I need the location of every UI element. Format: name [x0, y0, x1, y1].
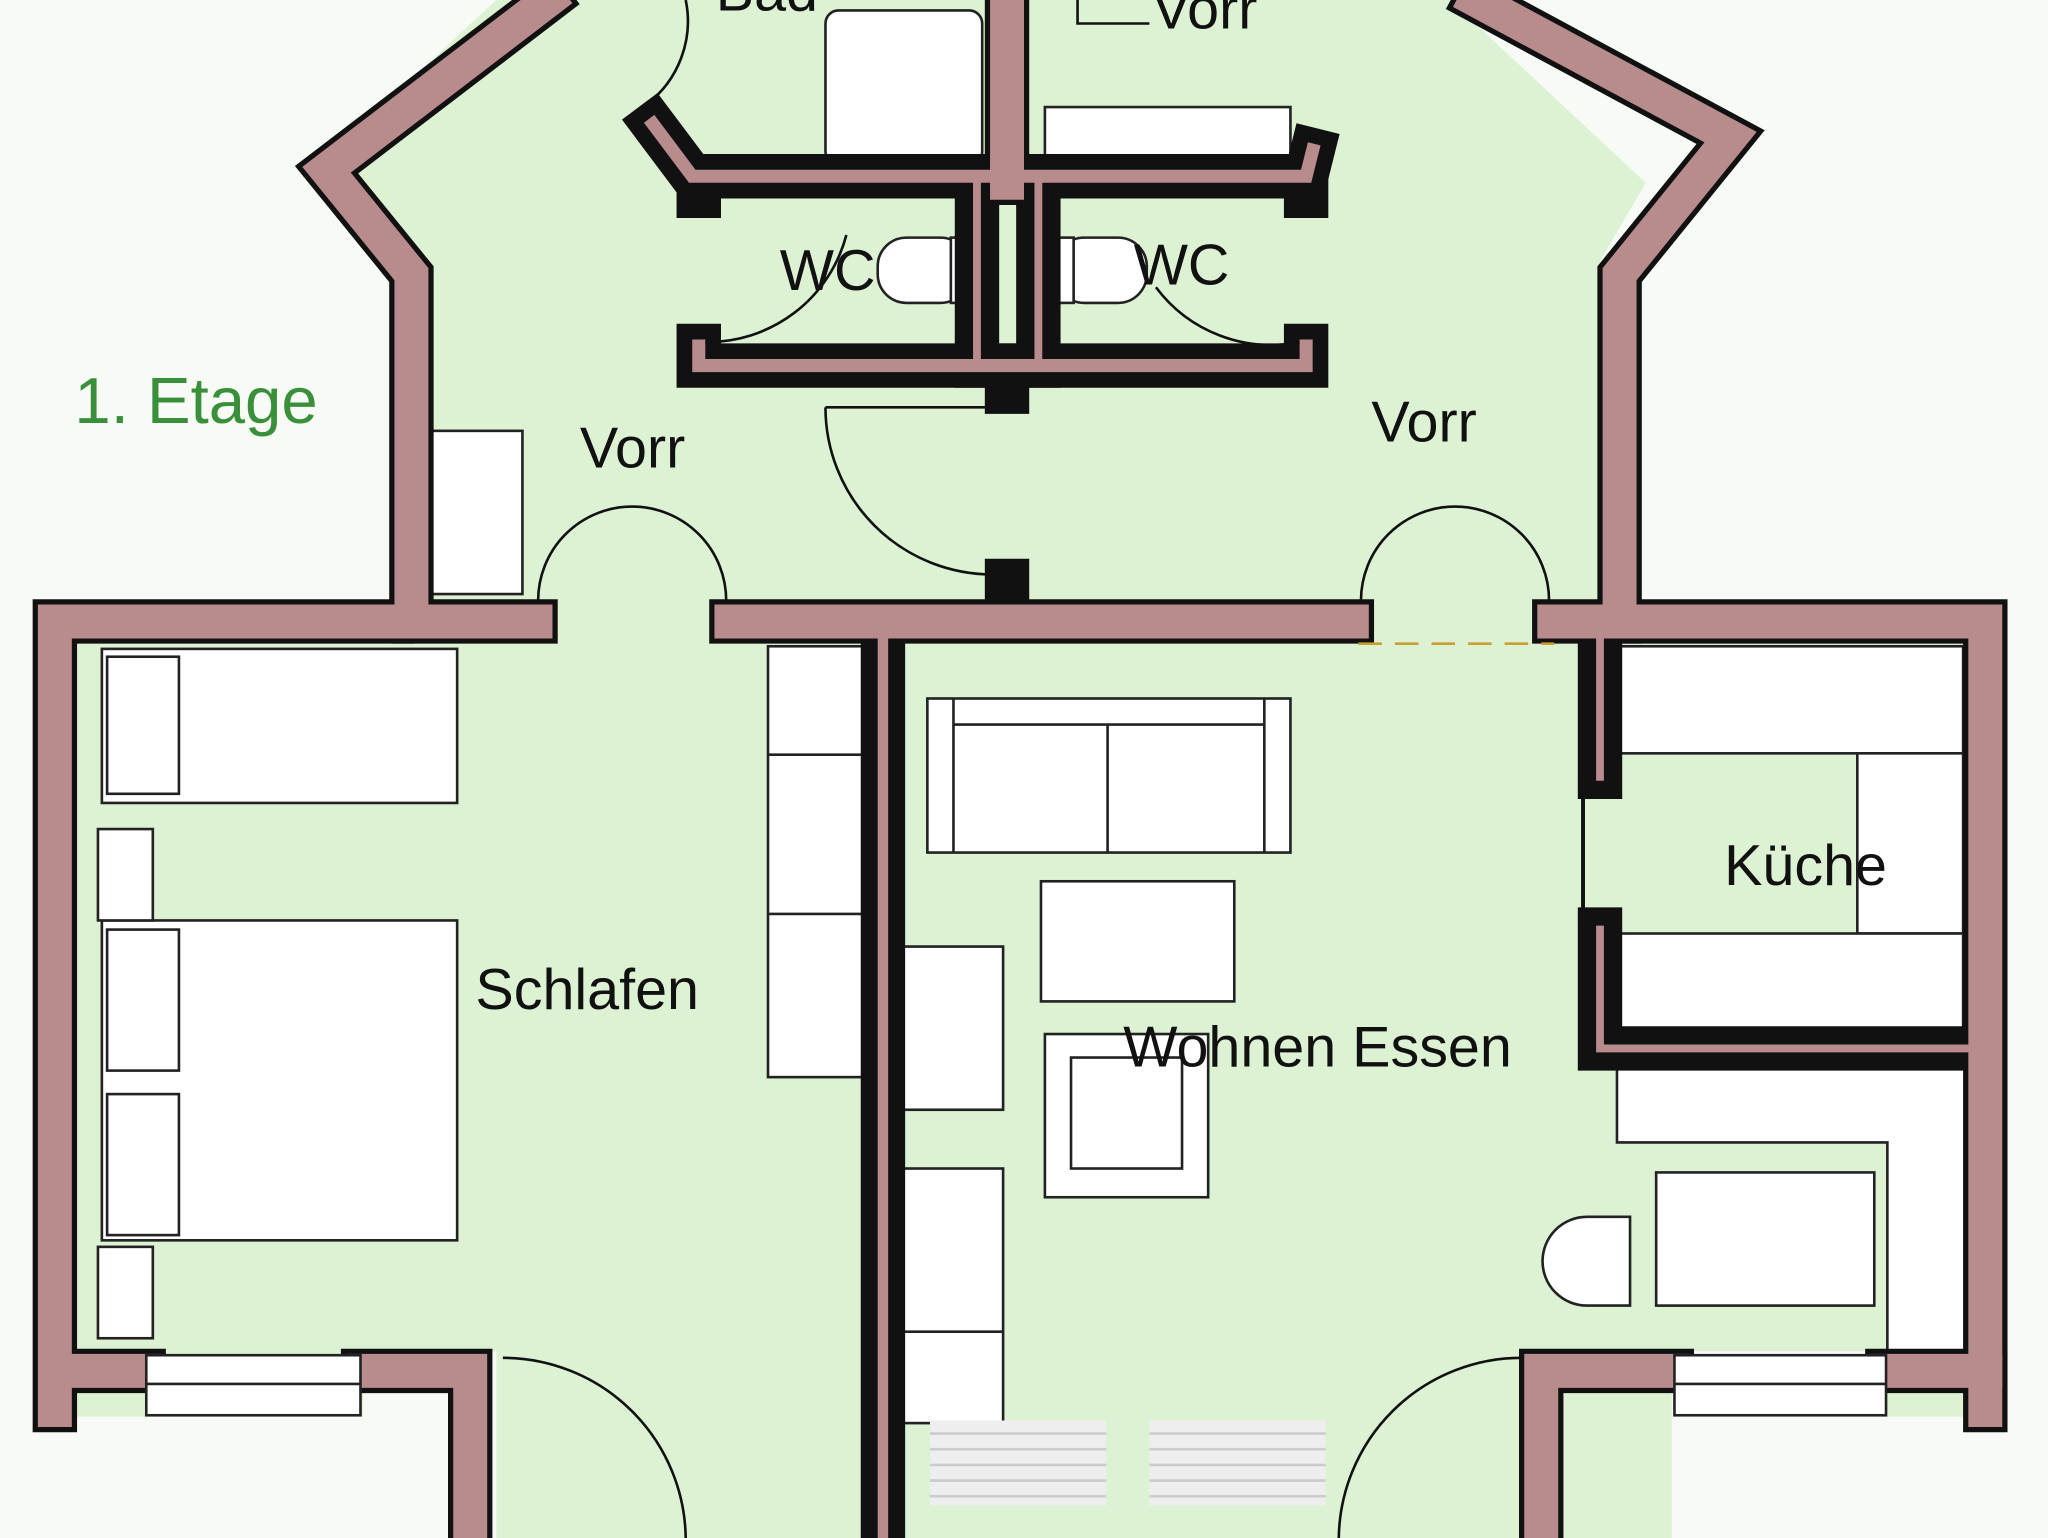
armchair-seat	[1069, 1056, 1184, 1170]
room-label-wc-left: WC	[780, 239, 876, 303]
nightstand	[96, 827, 155, 922]
stairs-right	[1149, 1420, 1326, 1506]
doors	[502, 0, 1585, 1538]
wardrobe	[766, 644, 874, 1079]
room-label-vorr-left: Vorr	[580, 416, 685, 480]
shower-tray	[824, 9, 984, 166]
coffee-table	[1039, 879, 1236, 1003]
room-label-schlafen: Schlafen	[475, 958, 699, 1022]
walls	[32, 0, 2008, 1538]
nightstand	[96, 1245, 155, 1340]
dining-table	[1654, 1171, 1876, 1307]
room-label-wc-right: WC	[1134, 234, 1230, 298]
chair	[1541, 1215, 1632, 1307]
floor-label: 1. Etage	[74, 364, 317, 437]
wardrobe-vorr	[429, 429, 524, 596]
kitchen-counter	[1611, 932, 1965, 1042]
pillow	[105, 655, 181, 796]
sideboard	[897, 945, 1005, 1112]
pillow	[105, 1092, 181, 1237]
stairs-left	[929, 1420, 1107, 1506]
room-label-vorr-top: Vorr	[1152, 0, 1257, 42]
kitchen-counter	[1611, 644, 1965, 755]
room-label-kueche: Küche	[1724, 834, 1887, 898]
room-label-wohnen-essen: Wohnen Essen	[1123, 1016, 1512, 1080]
room-label-vorr-right: Vorr	[1371, 390, 1476, 454]
furniture	[96, 9, 1968, 1506]
pillow	[105, 928, 181, 1072]
shelf	[897, 1167, 1005, 1425]
room-label-bad: Bad	[716, 0, 818, 23]
